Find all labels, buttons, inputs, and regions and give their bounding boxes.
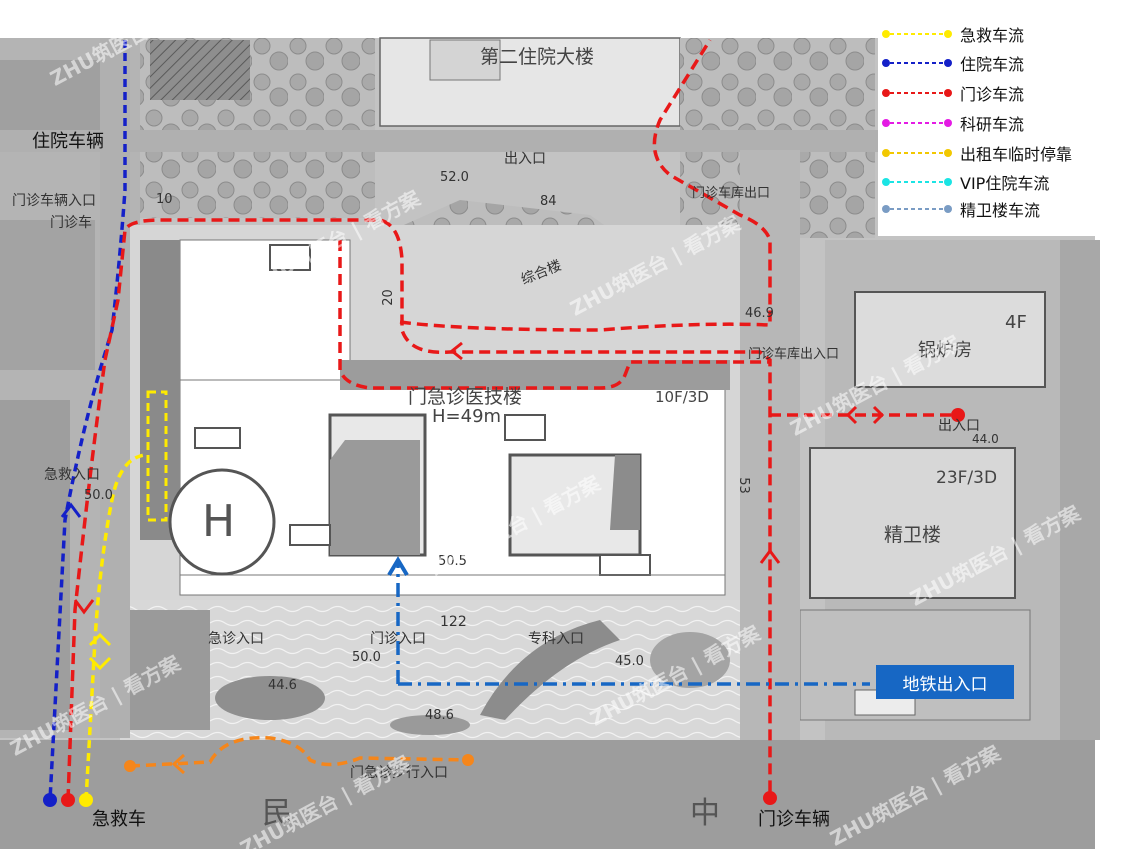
second-inpatient-building-label: 第二住院大楼 — [480, 46, 595, 68]
outpatient-flow-path — [66, 218, 772, 801]
legend-swatch — [882, 149, 952, 157]
legend: 急救车流 住院车流 门诊车流 科研车流 出租车临时停靠 VIP住院车流 精卫楼车… — [878, 18, 1096, 236]
ambulance-start-dot — [79, 793, 93, 807]
legend-item-mental: 精卫楼车流 — [878, 198, 1040, 220]
pedestrian-flow-path — [129, 735, 471, 768]
outpatient-vehicle-entrance-label: 门诊车辆入口 — [12, 193, 96, 209]
legend-item-inpatient: 住院车流 — [878, 52, 1024, 74]
legend-swatch — [882, 59, 952, 67]
elevation-50b: 50.0 — [352, 650, 381, 665]
helipad-label: H — [202, 496, 236, 547]
elevation-505: 50.5 — [438, 554, 467, 569]
elevation-446: 44.6 — [268, 678, 297, 693]
legend-label: 科研车流 — [960, 115, 1025, 134]
legend-label: 出租车临时停靠 — [960, 145, 1073, 164]
ambulance-label: 急救车 — [92, 809, 146, 830]
elevation-45: 45.0 — [615, 654, 644, 669]
legend-swatch — [882, 89, 952, 97]
elevation-440: 44.0 — [972, 432, 999, 446]
legend-item-emergency: 急救车流 — [878, 23, 1024, 45]
metro-flow-path — [396, 560, 870, 686]
dim-20: 20 — [380, 289, 396, 306]
garage-exit-top-label: 门诊车库出口 — [692, 186, 771, 201]
inpatient-vehicle-label: 住院车辆 — [32, 131, 104, 152]
dim-122: 122 — [440, 614, 467, 630]
main-building-label: 门急诊医技楼 — [408, 386, 523, 408]
outpatient-vehicle-dot — [763, 791, 777, 805]
elevation-50a: 50.0 — [84, 488, 113, 503]
legend-item-taxi: 出租车临时停靠 — [878, 142, 1072, 164]
mental-floors-label: 23F/3D — [936, 468, 998, 488]
outpatient-car-label: 门诊车 — [50, 215, 92, 231]
entrance-exit-top-label: 出入口 — [504, 151, 546, 167]
legend-label: 门诊车流 — [960, 85, 1025, 104]
special-entrance-label: 专科入口 — [528, 631, 584, 647]
legend-label: 精卫楼车流 — [960, 201, 1041, 220]
height-label: H=49m — [432, 406, 502, 427]
legend-item-research: 科研车流 — [878, 112, 1024, 134]
outpatient-start-dot — [61, 793, 75, 807]
inpatient-start-dot — [43, 793, 57, 807]
ambulance-flow-path — [84, 453, 146, 801]
elevation-486: 48.6 — [425, 708, 454, 723]
mental-building-label: 精卫楼 — [884, 524, 942, 546]
entrance-exit-right-label: 出入口 — [938, 418, 980, 434]
legend-swatch — [882, 178, 952, 186]
dim-10: 10 — [156, 192, 173, 207]
main-floors-label: 10F/3D — [655, 388, 709, 406]
legend-label: 住院车流 — [960, 55, 1025, 74]
legend-swatch — [882, 30, 952, 38]
elevation-469: 46.9 — [745, 306, 774, 321]
boiler-room-label: 锅炉房 — [918, 340, 972, 361]
outpatient-vehicle-label: 门诊车辆 — [758, 809, 830, 830]
legend-item-outpatient: 门诊车流 — [878, 82, 1024, 104]
emergency-side-label: 急救入口 — [44, 467, 100, 483]
garage-entrance-exit-label: 门诊车库出入口 — [748, 347, 840, 362]
legend-swatch — [882, 119, 952, 127]
metro-entrance-label: 地铁出入口 — [876, 665, 1014, 699]
legend-label: VIP住院车流 — [960, 174, 1050, 193]
dim-84: 84 — [540, 194, 557, 209]
outpatient-entrance-label: 门诊入口 — [370, 631, 426, 647]
road-char-1: 民 — [262, 796, 292, 831]
legend-label: 急救车流 — [960, 26, 1025, 45]
elevation-52: 52.0 — [440, 170, 469, 185]
road-char-2: 中 — [690, 796, 720, 831]
inpatient-flow-path — [48, 40, 127, 801]
emergency-entrance-label: 急诊入口 — [208, 631, 264, 647]
legend-item-vip: VIP住院车流 — [878, 171, 1049, 193]
legend-swatch — [882, 205, 952, 213]
dim-53: 53 — [735, 477, 751, 494]
pedestrian-entrance-label: 门急诊步行入口 — [350, 765, 448, 781]
boiler-floors-label: 4F — [1005, 312, 1027, 333]
